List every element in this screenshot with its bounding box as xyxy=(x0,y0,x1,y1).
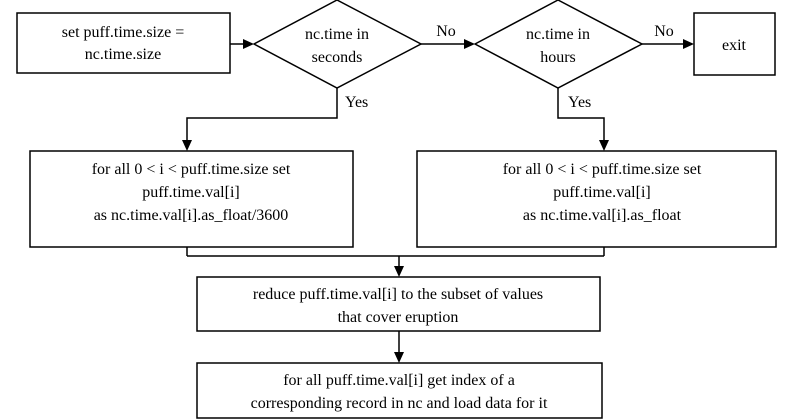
node-convert-hours: for all 0 < i < puff.time.size set puff.… xyxy=(416,150,777,248)
arrowhead xyxy=(599,140,609,151)
edge-label-seconds-yes: Yes xyxy=(345,94,368,111)
node-text: set puff.time.size = xyxy=(62,24,184,41)
edge-seconds-yes xyxy=(186,88,338,141)
node-text: seconds xyxy=(312,49,363,66)
decision-seconds: nc.time in seconds xyxy=(252,0,423,89)
node-text: reduce puff.time.val[i] to the subset of… xyxy=(253,286,543,303)
node-text: exit xyxy=(722,37,747,54)
arrowhead xyxy=(464,39,475,49)
arrowhead xyxy=(394,352,404,363)
node-text: for all 0 < i < puff.time.size set xyxy=(503,161,702,178)
node-index: for all puff.time.val[i] get index of a … xyxy=(196,362,603,419)
arrowhead xyxy=(394,266,404,277)
edge-label-hours-yes: Yes xyxy=(568,94,591,111)
decision-hours: nc.time in hours xyxy=(473,0,644,89)
arrowhead xyxy=(182,140,192,151)
node-text: nc.time.size xyxy=(85,46,161,63)
node-text: nc.time in xyxy=(305,26,369,43)
node-convert-seconds: for all 0 < i < puff.time.size set puff.… xyxy=(29,150,354,248)
node-set-size: set puff.time.size = nc.time.size xyxy=(16,12,231,74)
node-text: puff.time.val[i] xyxy=(142,184,239,201)
node-text: hours xyxy=(540,49,576,66)
edge-label-hours-no: No xyxy=(654,23,674,40)
node-reduce: reduce puff.time.val[i] to the subset of… xyxy=(196,276,601,332)
arrowhead xyxy=(243,39,254,49)
node-text: puff.time.val[i] xyxy=(553,184,650,201)
edge-label-seconds-no: No xyxy=(436,23,456,40)
node-text: for all puff.time.val[i] get index of a xyxy=(283,372,515,389)
node-text: corresponding record in nc and load data… xyxy=(251,395,548,412)
node-text: as nc.time.val[i].as_float xyxy=(523,207,682,224)
node-text: as nc.time.val[i].as_float/3600 xyxy=(94,207,289,224)
edge-hours-yes xyxy=(557,88,605,141)
node-text: nc.time in xyxy=(526,26,590,43)
node-text: for all 0 < i < puff.time.size set xyxy=(92,161,291,178)
arrowhead xyxy=(683,39,694,49)
node-text: that cover eruption xyxy=(338,309,459,326)
node-exit: exit xyxy=(693,12,776,76)
connectors xyxy=(182,39,694,363)
